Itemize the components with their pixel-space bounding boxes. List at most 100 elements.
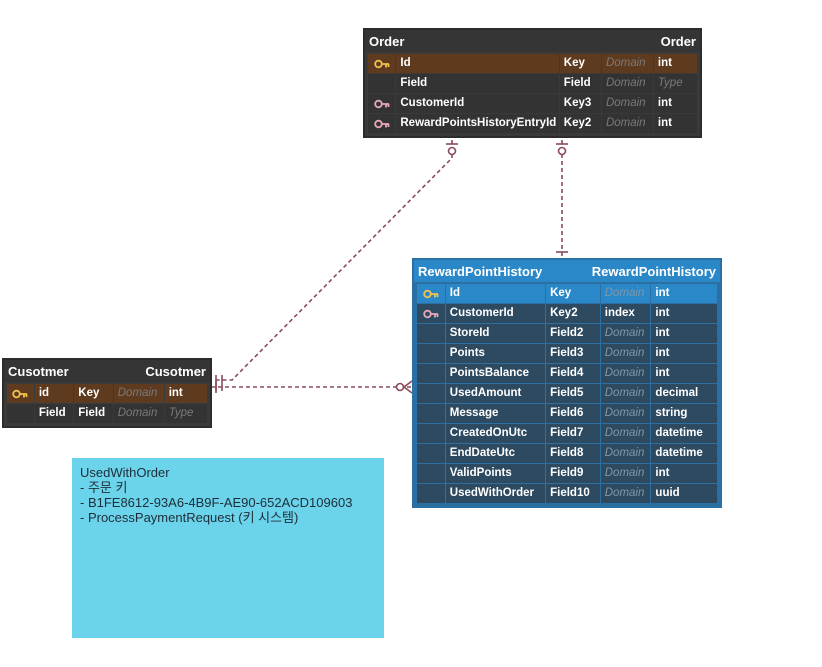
column-type: int — [653, 94, 697, 113]
entity-name: Cusotmer — [8, 363, 69, 379]
column-name: StoreId — [445, 324, 546, 343]
primary-key-icon — [368, 54, 396, 73]
entity-alias: Cusotmer — [145, 363, 206, 379]
empty-icon-cell — [417, 404, 445, 423]
entity-alias: Order — [660, 33, 696, 49]
empty-icon-cell — [417, 424, 445, 443]
column-domain: Domain — [601, 74, 653, 93]
column-key: Field2 — [546, 324, 600, 343]
empty-icon-cell — [417, 484, 445, 503]
column-type: int — [653, 114, 697, 133]
reward-point-history-entity[interactable]: RewardPointHistory RewardPointHistory Id… — [412, 258, 722, 508]
column-domain: Domain — [600, 364, 651, 383]
column-key: Field — [74, 404, 113, 423]
column-name: CreatedOnUtc — [445, 424, 546, 443]
foreign-key-icon — [368, 114, 396, 133]
column-domain: Domain — [601, 114, 653, 133]
column-type: decimal — [651, 384, 717, 403]
column-type: string — [651, 404, 717, 423]
column-key: Key — [74, 384, 113, 403]
column-name: id — [34, 384, 74, 403]
column-name: CustomerId — [396, 94, 559, 113]
column-domain: Domain — [601, 54, 653, 73]
column-domain: Domain — [113, 404, 164, 423]
customer-header[interactable]: Cusotmer Cusotmer — [4, 360, 210, 382]
note-line: - B1FE8612-93A6-4B9F-AE90-652ACD109603 — [80, 495, 353, 510]
empty-icon-cell — [417, 444, 445, 463]
note-line: UsedWithOrder — [80, 465, 170, 480]
column-domain: Domain — [600, 344, 651, 363]
empty-icon-cell — [7, 404, 34, 423]
column-name: RewardPointsHistoryEntryId — [396, 114, 559, 133]
column-name: Message — [445, 404, 546, 423]
column-key: Field10 — [546, 484, 600, 503]
column-key: Field6 — [546, 404, 600, 423]
column-name: CustomerId — [445, 304, 546, 323]
column-key: Field9 — [546, 464, 600, 483]
column-type: int — [651, 324, 717, 343]
column-domain: Domain — [600, 444, 651, 463]
column-type: datetime — [651, 424, 717, 443]
column-key: Field8 — [546, 444, 600, 463]
empty-icon-cell — [417, 464, 445, 483]
column-type: int — [651, 364, 717, 383]
column-type: int — [651, 464, 717, 483]
column-key: Key2 — [559, 114, 601, 133]
empty-icon-cell — [417, 364, 445, 383]
empty-icon-cell — [417, 324, 445, 343]
column-name: ValidPoints — [445, 464, 546, 483]
column-type: Type — [653, 74, 697, 93]
column-domain: Domain — [601, 94, 653, 113]
column-name: PointsBalance — [445, 364, 546, 383]
column-domain: index — [600, 304, 651, 323]
column-domain: Domain — [600, 284, 651, 303]
column-name: Points — [445, 344, 546, 363]
column-name: Id — [445, 284, 546, 303]
column-type: int — [653, 54, 697, 73]
order-header[interactable]: Order Order — [365, 30, 700, 52]
column-domain: Domain — [600, 424, 651, 443]
column-domain: Domain — [600, 404, 651, 423]
column-type: Type — [164, 404, 207, 423]
note-line: - 주문 키 — [80, 480, 128, 495]
entity-name: Order — [369, 33, 405, 49]
note-line: - ProcessPaymentRequest (키 시스템) — [80, 510, 299, 525]
column-type: int — [651, 284, 717, 303]
column-key: Key — [559, 54, 601, 73]
empty-icon-cell — [368, 74, 396, 93]
column-name: Field — [34, 404, 74, 423]
column-type: int — [651, 304, 717, 323]
column-type: int — [651, 344, 717, 363]
empty-icon-cell — [417, 344, 445, 363]
empty-icon-cell — [417, 384, 445, 403]
column-domain: Domain — [600, 484, 651, 503]
note-box[interactable]: UsedWithOrder - 주문 키 - B1FE8612-93A6-4B9… — [72, 458, 384, 638]
column-name: Id — [396, 54, 559, 73]
entity-name: RewardPointHistory — [418, 263, 543, 279]
column-name: Field — [396, 74, 559, 93]
reward-header[interactable]: RewardPointHistory RewardPointHistory — [414, 260, 720, 282]
entity-alias: RewardPointHistory — [591, 263, 716, 279]
